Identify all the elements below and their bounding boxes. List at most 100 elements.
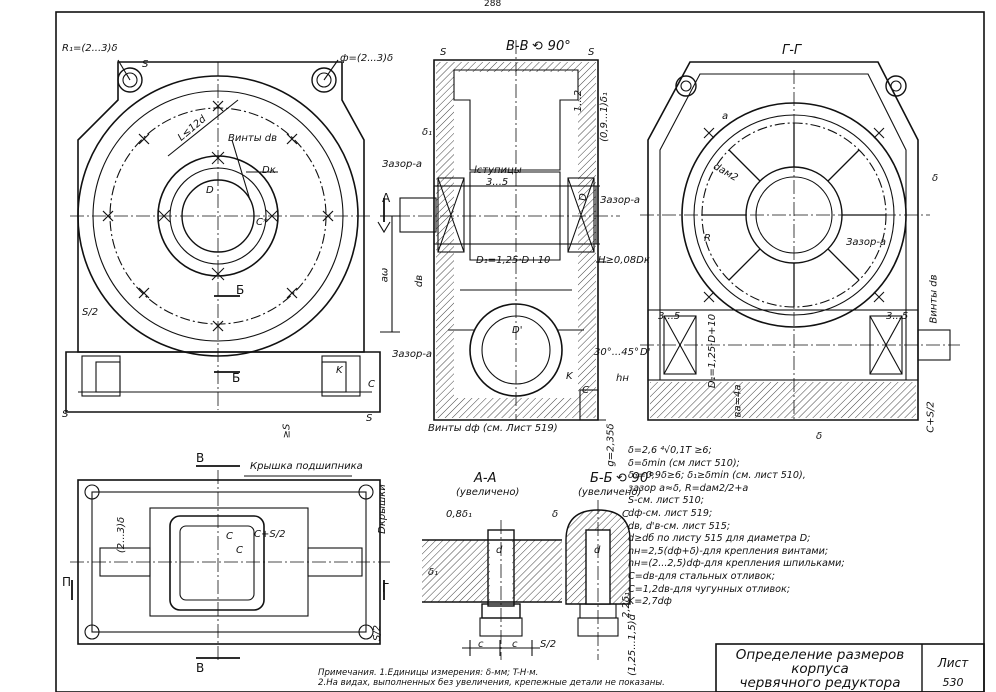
label-ge-s: ≥S xyxy=(281,423,293,439)
label-s-vv-right: S xyxy=(588,47,595,58)
section-title-aa: А-А xyxy=(474,471,497,486)
footnote-line: 2.На видах, выполненных без увеличения, … xyxy=(318,678,665,688)
label-c-bb: C xyxy=(622,509,629,520)
label-delta-gg-bottom: δ xyxy=(816,431,823,442)
label-s-top: S xyxy=(142,59,149,70)
label-g-mark: Г xyxy=(382,581,390,595)
label-delta-aa: δ xyxy=(552,509,559,520)
title-line: червячного редуктора xyxy=(739,675,901,691)
label-c-aa-2: c xyxy=(512,639,518,650)
label-ba4a: вa=4a xyxy=(732,384,744,418)
title-block-title: Определение размеров корпуса червячного … xyxy=(720,648,920,690)
label-08-delta: 0,8δ₁ xyxy=(446,509,473,520)
section-title-bb: Б-Б ⟲ 90° xyxy=(590,471,655,486)
formula-line: δ₁=0,9δ≥6; δ₁≥δmin (см. лист 510), xyxy=(628,470,806,482)
label-delta1-aa: δ₁ xyxy=(428,567,439,578)
label-gap-a-3: Зазор-а xyxy=(392,349,433,360)
label-phi: ф=(2...3)δ xyxy=(340,53,394,64)
label-r-gg: R xyxy=(704,233,711,244)
label-b-mark-top: Б xyxy=(236,283,245,297)
section-title-gg: Г-Г xyxy=(782,43,802,58)
formula-line: K=2,7dф xyxy=(628,596,672,608)
label-c-s2-gg: C+S/2 xyxy=(925,401,937,433)
title-block-sheet-label: Лист xyxy=(937,656,969,670)
label-angle: 30°...45° xyxy=(594,347,639,358)
label-c-front: C xyxy=(368,379,375,390)
label-c-top: C xyxy=(226,531,233,542)
sheet-frame xyxy=(55,11,985,692)
label-gap-a-gg: Зазор-а xyxy=(846,237,887,248)
label-g235: g=2,35δ xyxy=(605,423,617,467)
label-v-mark-top: В xyxy=(196,451,205,465)
label-3-5-gg-right: 3...5 xyxy=(886,311,909,322)
label-s-vv-left: S xyxy=(440,47,447,58)
label-r1: R₁=(2...3)δ xyxy=(62,43,118,54)
label-h-formula: H≥0,08Dк xyxy=(598,255,650,266)
label-gap-a-1: Зазор-а xyxy=(382,159,423,170)
formula-line: зазор a≈δ, R=dам2/2+a xyxy=(628,482,749,494)
label-c-s2-top: C+S/2 xyxy=(254,529,286,540)
label-d-front: D xyxy=(206,185,214,196)
formula-line: C=dв-для стальных отливок; xyxy=(628,570,776,582)
label-aw: aω xyxy=(379,267,391,283)
label-s-right: S xyxy=(366,413,373,424)
section-bb xyxy=(565,500,631,660)
label-d-cover: Dкрышки xyxy=(376,484,388,534)
section-sub-aa: (увеличено) xyxy=(456,487,520,498)
label-bearing-cover: Крышка подшипника xyxy=(250,461,363,472)
label-db-vv: dв xyxy=(414,274,426,288)
label-screws-db-v: Винты dв xyxy=(928,274,940,324)
label-2-3-delta: (2...3)δ xyxy=(116,516,128,554)
label-gap-a-2: Зазор-а xyxy=(600,195,641,206)
label-b-mark-bottom: Б xyxy=(232,371,241,385)
label-l-hub: lступицы xyxy=(474,165,522,176)
footnote-line: Примечания. 1.Единицы измерения: δ-мм; T… xyxy=(318,668,539,678)
formula-line: dф-см. лист 519; xyxy=(628,507,713,519)
label-delta1: δ₁ xyxy=(422,127,433,138)
title-block-sheet-number: 530 xyxy=(942,676,964,689)
title-block-frame xyxy=(715,643,985,692)
title-line: Определение размеров xyxy=(735,647,905,663)
label-a-gg: a xyxy=(722,111,729,122)
label-125-15d: (1,25...1,5)d xyxy=(626,614,638,676)
label-3-5-gg-left: 3...5 xyxy=(658,311,681,322)
label-p-mark: П xyxy=(62,575,72,589)
section-sub-bb: (увеличено) xyxy=(578,487,642,498)
label-d1-gg: D₁=1,25·D+10 xyxy=(707,313,719,389)
formula-line: hн=(2...2,5)dф-для крепления шпильками; xyxy=(628,558,845,570)
section-gg xyxy=(640,61,960,421)
formula-line: δ=δmin (см лист 510); xyxy=(628,457,740,469)
label-s2-front: S/2 xyxy=(82,307,99,318)
label-c-vv: C xyxy=(582,385,589,396)
label-s-left: S xyxy=(62,409,69,420)
label-c-top-2: C xyxy=(236,545,243,556)
label-09: (0,9...1)δ₁ xyxy=(598,92,610,142)
label-c-aa-1: c xyxy=(478,639,484,650)
formula-line: d≥dб по листу 515 для диаметра D; xyxy=(628,533,811,545)
label-d-aa: d xyxy=(496,545,503,556)
label-hn: hн xyxy=(616,373,629,384)
label-3-5-vv: 3...5 xyxy=(486,177,509,188)
formula-line: C=1,2dв-для чугунных отливок; xyxy=(628,583,791,595)
label-screws-db: Винты dв xyxy=(228,133,278,144)
top-view xyxy=(70,465,390,660)
section-aa xyxy=(422,520,562,660)
footnote: Примечания. 1.Единицы измерения: δ-мм; T… xyxy=(318,668,665,688)
label-d-prime-vv: D' xyxy=(512,325,523,336)
label-1-2: 1...2 xyxy=(573,89,585,113)
label-d-prime-gg: D' xyxy=(640,347,651,358)
label-s2-top: S/2 xyxy=(372,624,384,642)
label-dk: Dк xyxy=(262,165,276,176)
label-k: K xyxy=(336,365,343,376)
page-number: 288 xyxy=(484,0,502,9)
formula-line: dв, d'в-см. лист 515; xyxy=(628,520,731,532)
label-c-star: C* xyxy=(256,217,268,228)
label-screws-df: Винты dф (см. Лист 519) xyxy=(428,423,558,434)
label-d-vv: D xyxy=(577,193,589,201)
front-view xyxy=(65,59,400,413)
label-d-bb: d xyxy=(594,545,601,556)
label-k-vv: K xyxy=(566,371,573,382)
label-delta-gg: δ xyxy=(932,173,939,184)
